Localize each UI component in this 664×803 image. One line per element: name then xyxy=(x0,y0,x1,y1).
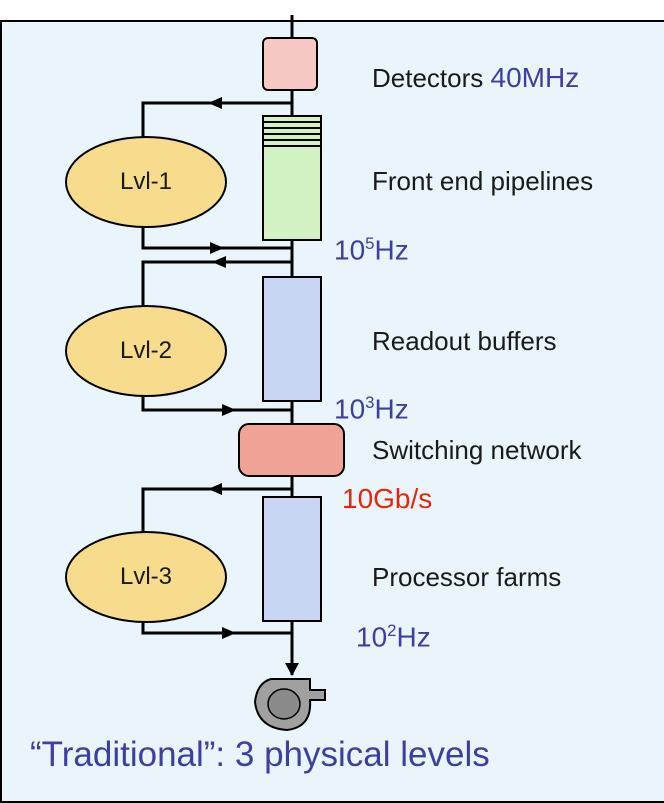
readout-buffers-label: Readout buffers xyxy=(372,326,557,356)
storage-disk-icon xyxy=(253,678,326,732)
lvl1-trigger-label: Lvl-1 xyxy=(119,168,173,195)
detector-rate-label: 40MHz xyxy=(490,62,580,93)
detectors-label: Detectors 40MHz xyxy=(372,62,580,93)
lvl1-output-rate-label: 105Hz xyxy=(334,234,409,266)
lvl3-trigger-label: Lvl-3 xyxy=(119,563,173,590)
front-end-pipelines-label: Front end pipelines xyxy=(372,166,594,196)
lvl2-trigger-label: Lvl-2 xyxy=(119,337,173,364)
lvl2-input-arrow xyxy=(141,260,292,306)
readout-buffers-box xyxy=(262,276,322,402)
diagram-caption: “Traditional”: 3 physical levels xyxy=(30,735,490,774)
lvl1-input-arrow xyxy=(141,101,292,148)
switching-network-box xyxy=(238,423,345,477)
lvl2-trigger-ellipse xyxy=(65,305,227,397)
front-end-pipelines-box xyxy=(262,115,322,241)
lvl2-output-rate-label: 103Hz xyxy=(334,393,409,425)
switching-network-label: Switching network xyxy=(372,435,582,465)
lvl3-trigger-ellipse xyxy=(65,531,227,623)
lvl1-trigger-ellipse xyxy=(65,136,227,228)
detectors-box xyxy=(262,37,318,91)
lvl3-input-arrow xyxy=(141,487,292,532)
lvl3-output-rate-label: 102Hz xyxy=(356,621,431,653)
processor-farms-label: Processor farms xyxy=(372,562,562,592)
bandwidth-label: 10Gb/s xyxy=(342,483,433,514)
processor-farms-box xyxy=(262,496,322,622)
